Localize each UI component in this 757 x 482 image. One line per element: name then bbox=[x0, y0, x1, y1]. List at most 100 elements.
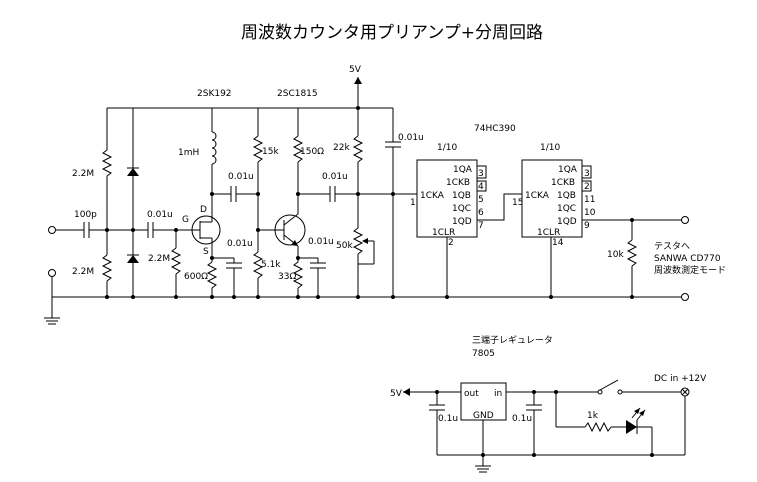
ground-symbol bbox=[44, 317, 60, 325]
svg-text:9: 9 bbox=[584, 221, 590, 231]
svg-text:0.01u: 0.01u bbox=[228, 172, 254, 182]
svg-text:0.01u: 0.01u bbox=[308, 237, 334, 247]
capacitor-reg-in: 0.1u bbox=[512, 404, 542, 424]
svg-text:2SC1815: 2SC1815 bbox=[277, 89, 318, 99]
capacitor-c-cpl1: 0.01u bbox=[147, 210, 173, 238]
svg-text:2.2M: 2.2M bbox=[72, 169, 94, 179]
svg-text:1QD: 1QD bbox=[452, 217, 472, 227]
dc-input-label: DC in +12V bbox=[654, 374, 707, 384]
regulator-7805: out in GND bbox=[460, 382, 507, 421]
svg-text:5V: 5V bbox=[390, 389, 403, 399]
svg-text:3: 3 bbox=[584, 169, 590, 179]
output-ground-terminal[interactable] bbox=[681, 293, 689, 301]
led-indicator bbox=[626, 407, 646, 434]
svg-text:5V: 5V bbox=[349, 65, 362, 75]
ic-part-label: 74HC390 bbox=[474, 124, 516, 134]
svg-text:2: 2 bbox=[584, 182, 590, 192]
svg-text:1CKB: 1CKB bbox=[446, 178, 470, 188]
svg-text:100p: 100p bbox=[74, 210, 97, 220]
output-note-line-2: SANWA CD770 bbox=[654, 254, 721, 264]
resistor-r-led: 1k bbox=[584, 411, 612, 433]
pin-label: 15 bbox=[512, 198, 523, 208]
svg-text:out: out bbox=[464, 389, 479, 399]
inductor-l-drain: 1mH bbox=[178, 131, 217, 165]
resistor-r-bias: 22k bbox=[333, 135, 364, 163]
resistor-r-b2: 5.1k bbox=[252, 251, 281, 279]
resistor-r-b1: 15k bbox=[252, 135, 279, 163]
svg-text:in: in bbox=[494, 389, 502, 399]
svg-text:4: 4 bbox=[478, 182, 484, 192]
bjt-2sc1815: 2SC1815 bbox=[274, 89, 318, 247]
svg-text:0.01u: 0.01u bbox=[322, 172, 348, 182]
svg-text:10: 10 bbox=[584, 208, 596, 218]
svg-text:1QC: 1QC bbox=[452, 204, 471, 214]
vcc-supply-terminal: 5V bbox=[349, 65, 362, 108]
svg-text:10k: 10k bbox=[607, 250, 624, 260]
input-ground-terminal[interactable] bbox=[48, 269, 56, 277]
ic-74hc390-section-2: 1QA 1CKB 1QB 1QC 1QD 1CKA 1CLR 3 2 11 10… bbox=[521, 159, 596, 248]
svg-text:2: 2 bbox=[448, 238, 454, 248]
resistor-r-out: 10k bbox=[607, 239, 638, 267]
power-switch[interactable] bbox=[597, 379, 623, 395]
svg-text:7: 7 bbox=[478, 221, 484, 231]
svg-text:50k: 50k bbox=[336, 241, 353, 251]
svg-text:5: 5 bbox=[478, 195, 484, 205]
output-terminal[interactable] bbox=[681, 216, 689, 224]
output-note-line-3: 周波数測定モード bbox=[654, 264, 726, 276]
capacitor-c-src: 0.01u bbox=[226, 239, 253, 269]
regulator-title: 三端子レギュレータ bbox=[472, 334, 553, 346]
svg-text:1: 1 bbox=[410, 198, 416, 208]
svg-text:33Ω: 33Ω bbox=[278, 272, 296, 282]
resistor-r-gate: 2.2M bbox=[148, 247, 182, 275]
divider-label-2: 1/10 bbox=[540, 143, 560, 153]
capacitor-c-e: 0.01u bbox=[308, 237, 334, 269]
svg-text:1QB: 1QB bbox=[452, 191, 471, 201]
svg-text:15k: 15k bbox=[262, 147, 279, 157]
svg-text:22k: 22k bbox=[333, 143, 350, 153]
svg-text:S: S bbox=[203, 247, 209, 257]
svg-text:1mH: 1mH bbox=[178, 148, 199, 158]
fet-2sk192: G D S 2SK192 bbox=[182, 89, 232, 257]
output-note-line-1: テスタへ bbox=[654, 241, 690, 252]
junction-dot bbox=[105, 228, 109, 232]
svg-text:G: G bbox=[182, 215, 189, 225]
svg-text:1CLR: 1CLR bbox=[432, 228, 455, 238]
capacitor-c-cpl3: 0.01u bbox=[322, 172, 348, 202]
svg-text:0.01u: 0.01u bbox=[147, 210, 173, 220]
svg-text:150Ω: 150Ω bbox=[300, 147, 324, 157]
resistor-r-c: 150Ω bbox=[292, 135, 324, 163]
svg-text:0.01u: 0.01u bbox=[398, 133, 424, 143]
svg-text:5.1k: 5.1k bbox=[261, 260, 281, 270]
resistor-r-e: 33Ω bbox=[278, 261, 304, 289]
svg-text:1QB: 1QB bbox=[557, 191, 576, 201]
svg-text:600Ω: 600Ω bbox=[184, 272, 208, 282]
svg-text:0.1u: 0.1u bbox=[438, 414, 458, 424]
svg-text:0.01u: 0.01u bbox=[227, 239, 253, 249]
capacitor-c-cpl2: 0.01u bbox=[228, 172, 254, 202]
input-terminal[interactable] bbox=[48, 226, 56, 234]
svg-text:6: 6 bbox=[478, 208, 484, 218]
svg-text:1QA: 1QA bbox=[453, 165, 473, 175]
svg-text:1CKA: 1CKA bbox=[525, 191, 550, 201]
svg-text:GND: GND bbox=[473, 411, 494, 421]
ground-symbol-regulator bbox=[475, 465, 491, 473]
regulator-5v-output: 5V bbox=[390, 388, 461, 399]
diode-lower bbox=[127, 254, 139, 263]
svg-text:1QA: 1QA bbox=[558, 165, 578, 175]
dc-input-terminal[interactable] bbox=[680, 387, 690, 397]
regulator-part: 7805 bbox=[472, 349, 495, 359]
capacitor-reg-out: 0.1u bbox=[429, 404, 458, 424]
svg-text:1QD: 1QD bbox=[557, 217, 577, 227]
svg-text:1QC: 1QC bbox=[557, 204, 576, 214]
diode-upper bbox=[127, 167, 139, 176]
svg-text:2.2M: 2.2M bbox=[72, 267, 94, 277]
svg-text:2.2M: 2.2M bbox=[148, 254, 170, 264]
variable-resistor-vr: 50k bbox=[336, 227, 374, 255]
svg-text:14: 14 bbox=[552, 238, 564, 248]
svg-text:2SK192: 2SK192 bbox=[197, 89, 232, 99]
capacitor-c-in: 100p bbox=[74, 210, 97, 238]
resistor-r-src: 600Ω bbox=[184, 261, 218, 289]
svg-text:1CKA: 1CKA bbox=[420, 191, 445, 201]
ic-74hc390-section-1: 1QA 1CKB 1QB 1QC 1QD 1CKA 1CLR 1 3 4 5 6… bbox=[410, 159, 487, 248]
